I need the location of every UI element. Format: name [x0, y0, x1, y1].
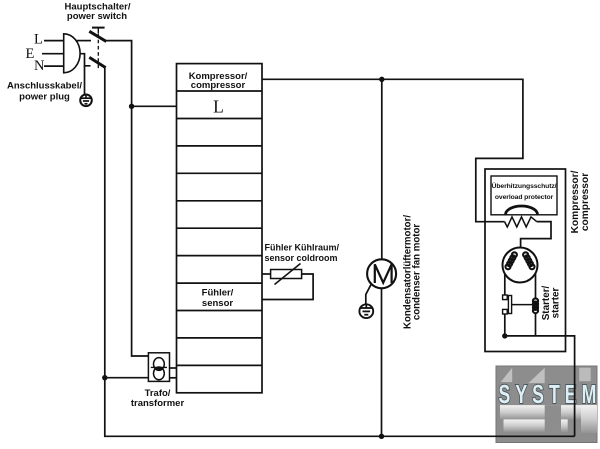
- svg-text:Überhitzungsschutz/: Überhitzungsschutz/: [492, 181, 557, 190]
- svg-text:Anschlusskabel/: Anschlusskabel/: [7, 81, 82, 92]
- svg-text:SYSTEM: SYSTEM: [499, 380, 600, 409]
- svg-text:Kompressor/: Kompressor/: [189, 71, 248, 82]
- svg-text:L: L: [213, 96, 224, 116]
- svg-text:Kondensatorlüftermotor/: Kondensatorlüftermotor/: [402, 215, 413, 329]
- svg-text:E: E: [26, 46, 35, 62]
- svg-text:compressor: compressor: [191, 80, 246, 91]
- svg-text:Fühler Kühlraum/: Fühler Kühlraum/: [265, 242, 340, 252]
- svg-text:Trafo/: Trafo/: [145, 388, 171, 399]
- svg-text:transformer: transformer: [131, 398, 185, 409]
- svg-text:compressor: compressor: [580, 173, 591, 231]
- svg-text:starter: starter: [551, 287, 562, 318]
- svg-text:sensor: sensor: [202, 298, 233, 309]
- svg-text:Fühler/: Fühler/: [202, 288, 234, 299]
- svg-text:N: N: [34, 58, 45, 74]
- svg-text:Hauptschalter/: Hauptschalter/: [65, 2, 131, 13]
- svg-text:Starter/: Starter/: [541, 285, 552, 320]
- svg-text:power plug: power plug: [19, 92, 70, 103]
- svg-text:condenser fan motor: condenser fan motor: [412, 224, 423, 321]
- svg-text:L: L: [34, 32, 43, 48]
- svg-text:Kompressor/: Kompressor/: [570, 170, 581, 233]
- svg-text:sensor coldroom: sensor coldroom: [265, 253, 338, 263]
- svg-text:overload protector: overload protector: [495, 194, 554, 201]
- svg-text:power switch: power switch: [67, 11, 127, 22]
